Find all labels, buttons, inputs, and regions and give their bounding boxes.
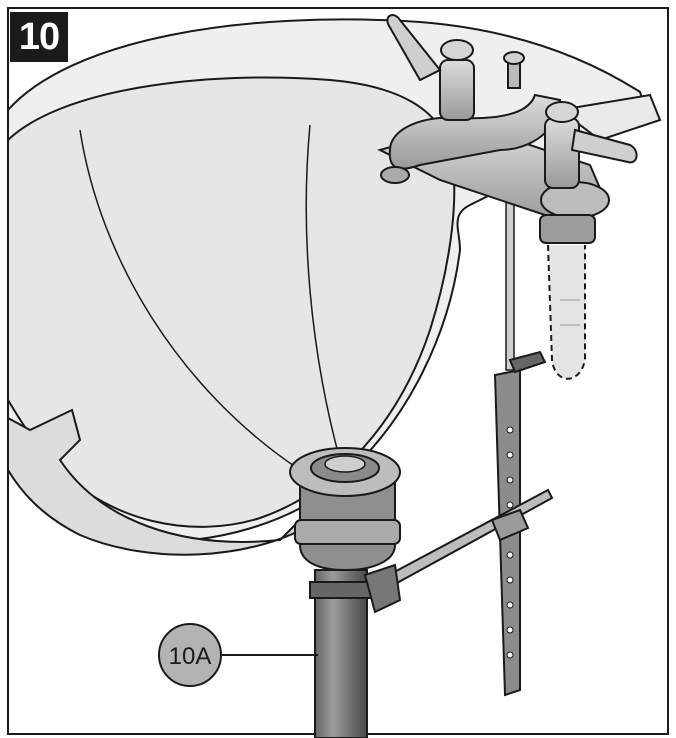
drain-nut (294, 519, 401, 545)
right-handle-body (544, 117, 580, 189)
right-handle-lever (570, 128, 638, 164)
countertop-edge (557, 93, 662, 142)
countertop-front-edge (7, 408, 313, 556)
right-handle-cap (545, 101, 579, 123)
popup-knob (503, 51, 525, 65)
step-number-badge: 10 (10, 12, 68, 62)
left-handle-body (439, 59, 475, 121)
spout-aerator (380, 166, 410, 184)
left-handle-lever (386, 14, 442, 82)
pivot-nut (363, 563, 402, 614)
strap-screw (508, 350, 547, 374)
left-handle-cap (440, 39, 474, 61)
lift-rod (505, 199, 515, 371)
callout-bubble (158, 623, 222, 687)
mounting-nut (539, 214, 596, 244)
tailpiece-collar (309, 581, 373, 599)
faucet-spout (388, 93, 562, 170)
supply-hose (547, 244, 586, 380)
basin-contour-line (305, 124, 341, 461)
callout-label: 10A (169, 643, 212, 670)
basin-contour-line (79, 129, 301, 471)
stopper-cap (324, 455, 366, 473)
spring-clip (490, 508, 530, 542)
